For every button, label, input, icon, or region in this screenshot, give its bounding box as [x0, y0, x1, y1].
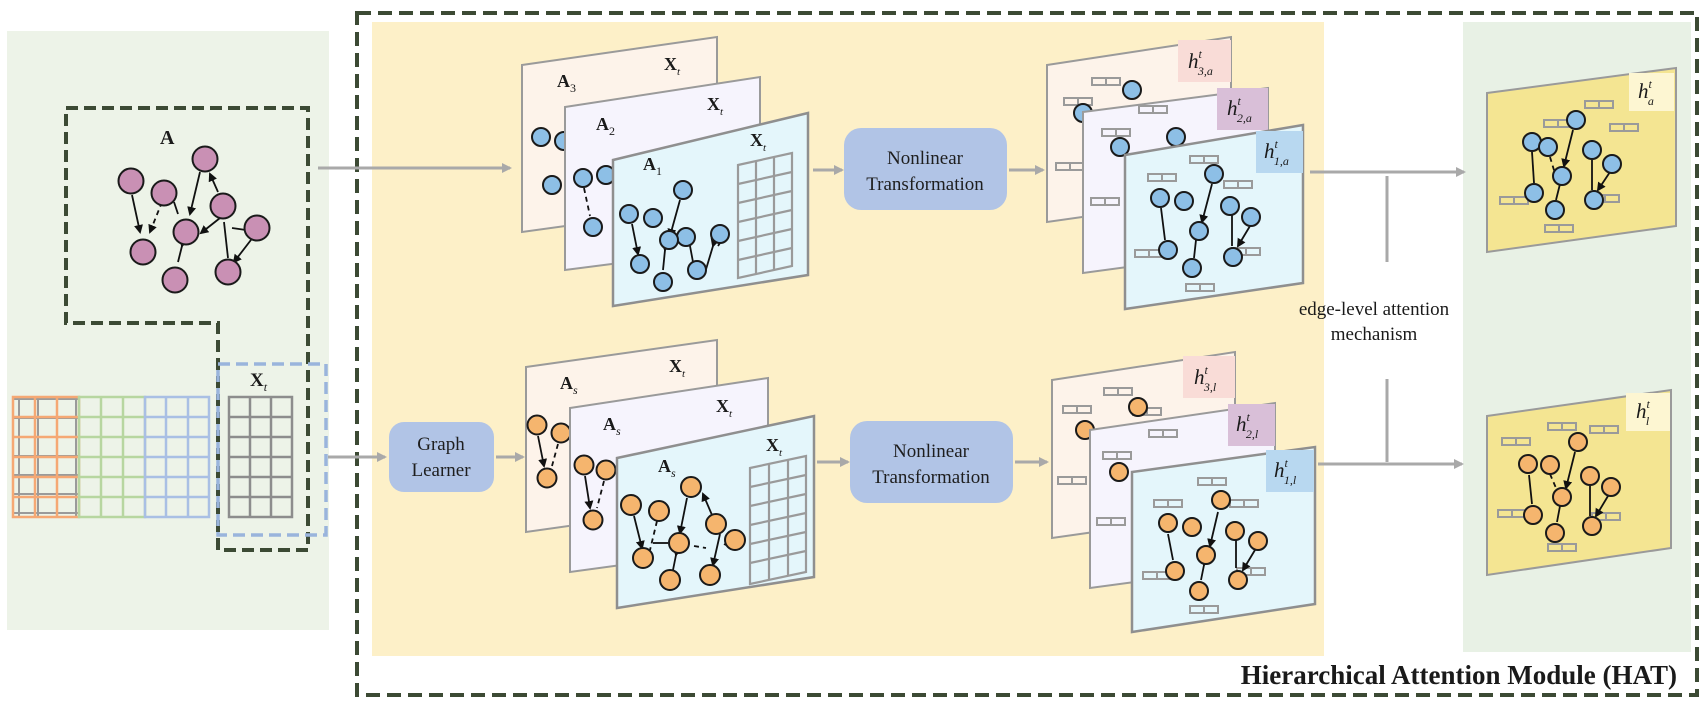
svg-text:Xt: Xt — [707, 94, 724, 118]
svg-text:ht1,a: ht1,a — [1264, 137, 1289, 168]
top-adjacency-stack: A3 Xt A2 Xt A1 Xt — [521, 35, 810, 308]
bottom-adjacency-stack: As Xt As Xt As Xt — [525, 338, 816, 610]
svg-text:ht2,l: ht2,l — [1236, 410, 1259, 441]
bottom-matrix-label-3: As Xt — [560, 356, 686, 397]
input-panel — [7, 31, 329, 630]
svg-text:ht1,l: ht1,l — [1274, 456, 1297, 487]
svg-text:Xt: Xt — [766, 435, 783, 459]
attention-label-line1: edge-level attention — [1299, 299, 1450, 320]
svg-text:Xt: Xt — [716, 396, 733, 420]
input-graph — [117, 145, 271, 294]
svg-text:As: As — [603, 414, 621, 438]
svg-text:Nonlinear: Nonlinear — [887, 148, 964, 169]
hat-module-border — [355, 11, 1699, 697]
top-matrix-label-1: A1 Xt — [643, 130, 767, 178]
feature-matrix-current — [227, 395, 294, 519]
top-output-front-graph — [1150, 164, 1261, 278]
bottom-nonlinear-transformation: Nonlinear Transformation — [850, 421, 1013, 503]
feature-matrix-history-orange — [11, 395, 81, 519]
graph-learner-box: Graph Learner — [389, 422, 494, 492]
svg-text:As: As — [560, 373, 578, 397]
svg-text:A1: A1 — [643, 154, 662, 178]
svg-text:htl: htl — [1636, 397, 1651, 428]
input-graph-outline — [64, 106, 310, 552]
svg-text:Transformation: Transformation — [866, 174, 984, 195]
svg-text:A3: A3 — [557, 71, 576, 95]
top-nonlinear-transformation: Nonlinear Transformation — [844, 128, 1007, 210]
bottom-front-feature-grid — [748, 454, 808, 586]
svg-text:ht3,l: ht3,l — [1194, 363, 1217, 394]
top-matrix-label-3: A3 Xt — [557, 54, 681, 95]
svg-text:Graph: Graph — [417, 434, 465, 455]
svg-text:Learner: Learner — [411, 460, 471, 481]
module-title: Hierarchical Attention Module (HAT) — [1241, 660, 1677, 690]
bottom-output-front-graph — [1158, 490, 1268, 601]
feature-matrix-history-green — [77, 395, 147, 519]
bottom-matrix-label-2: As Xt — [603, 396, 733, 438]
attention-label-line2: mechanism — [1331, 324, 1418, 345]
current-feature-label: Xt — [250, 370, 268, 394]
svg-text:ht2,a: ht2,a — [1227, 94, 1252, 125]
svg-text:Xt: Xt — [664, 54, 681, 78]
top-front-feature-grid — [736, 151, 794, 280]
current-feature-highlight — [216, 362, 328, 537]
bottom-front-graph — [620, 476, 746, 591]
bottom-matrix-label-1: As Xt — [658, 435, 783, 480]
svg-text:ht3,a: ht3,a — [1188, 47, 1213, 78]
svg-text:hta: hta — [1638, 77, 1654, 108]
svg-text:Xt: Xt — [669, 356, 686, 380]
svg-text:As: As — [658, 456, 676, 480]
top-matrix-label-2: A2 Xt — [596, 94, 724, 138]
svg-text:A2: A2 — [596, 114, 615, 138]
adjacency-label-a: A — [160, 127, 175, 149]
svg-text:Xt: Xt — [750, 130, 767, 154]
top-front-graph — [619, 180, 730, 292]
feature-matrix-history-blue — [143, 395, 211, 519]
svg-text:Nonlinear: Nonlinear — [893, 441, 970, 462]
svg-text:Transformation: Transformation — [872, 467, 990, 488]
